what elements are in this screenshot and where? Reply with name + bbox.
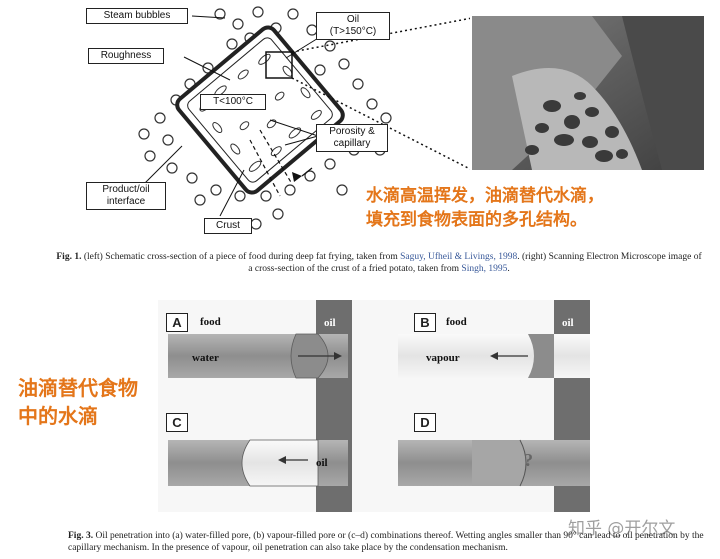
- panel-a-letter: A: [166, 313, 188, 332]
- steam-bubbles-label: Steam bubbles: [86, 8, 188, 24]
- product-oil-interface-label: Product/oil interface: [86, 182, 166, 210]
- annotation2-line2: 中的水滴: [18, 404, 98, 428]
- oil-label-line2: (T>150°C): [329, 26, 377, 37]
- panel-b-letter: B: [414, 313, 436, 332]
- figure-3-pore-diagram: A food oil water B food oil vapour C oil…: [158, 300, 590, 512]
- fig1-caption-text-a: (left) Schematic cross-section of a piec…: [81, 252, 401, 262]
- sem-micrograph-image: [472, 16, 704, 170]
- panel-a-food-label: food: [200, 316, 221, 328]
- interface-label-line2: interface: [106, 196, 146, 207]
- inner-temperature-label: T<100°C: [200, 94, 266, 110]
- annotation-oil-replaces-water-2: 油滴替代食物 中的水滴: [18, 374, 138, 430]
- zhihu-watermark: 知乎 @开尔文: [568, 519, 676, 539]
- panel-b-vapour-label: vapour: [426, 352, 460, 364]
- panel-c-oil-label: oil: [316, 457, 328, 469]
- fig1-reference-link-1[interactable]: Saguy, Ufheil & Livings, 1998: [400, 252, 518, 262]
- annotation-line2: 填充到食物表面的多孔结构。: [366, 210, 587, 230]
- roughness-label: Roughness: [88, 48, 164, 64]
- interface-label-line1: Product/oil: [102, 184, 150, 195]
- fig1-caption-text-c: .: [507, 264, 510, 274]
- oil-temperature-label: Oil (T>150°C): [316, 12, 390, 40]
- panel-d-question-mark: ?: [524, 450, 533, 470]
- porosity-capillary-label: Porosity & capillary: [316, 124, 388, 152]
- annotation2-line1: 油滴替代食物: [18, 376, 138, 400]
- fried-potato-crust-micrograph: [472, 16, 704, 170]
- figure-3-caption: Fig. 3. Oil penetration into (a) water-f…: [68, 530, 708, 554]
- panel-b-food-label: food: [446, 316, 467, 328]
- pore-penetration-panels: [168, 300, 590, 512]
- porosity-label-line1: Porosity &: [329, 126, 375, 137]
- figure-1-schematic: Steam bubbles Roughness Oil (T>150°C) T<…: [80, 0, 473, 238]
- fig3-caption-text: Oil penetration into (a) water-filled po…: [68, 531, 704, 553]
- fig3-caption-label: Fig. 3.: [68, 531, 94, 541]
- figure-1-caption: Fig. 1. (left) Schematic cross-section o…: [56, 251, 702, 275]
- annotation-line1: 水滴高温挥发，油滴替代水滴，: [366, 186, 604, 206]
- panel-d-letter: D: [414, 413, 436, 432]
- crust-label: Crust: [204, 218, 252, 234]
- panel-a-oil-label: oil: [324, 317, 336, 329]
- panel-a-water-label: water: [192, 352, 219, 364]
- fig1-reference-link-2[interactable]: Singh, 1995: [461, 264, 508, 274]
- porosity-label-line2: capillary: [333, 138, 371, 149]
- panel-b-oil-label: oil: [562, 317, 574, 329]
- panel-c-letter: C: [166, 413, 188, 432]
- annotation-oil-replaces-water-1: 水滴高温挥发，油滴替代水滴， 填充到食物表面的多孔结构。: [366, 184, 604, 232]
- oil-label-line1: Oil: [346, 14, 360, 25]
- fig1-caption-text-b: . (right) Scanning Electron Microscope i…: [248, 252, 702, 274]
- fig1-caption-label: Fig. 1.: [56, 252, 82, 262]
